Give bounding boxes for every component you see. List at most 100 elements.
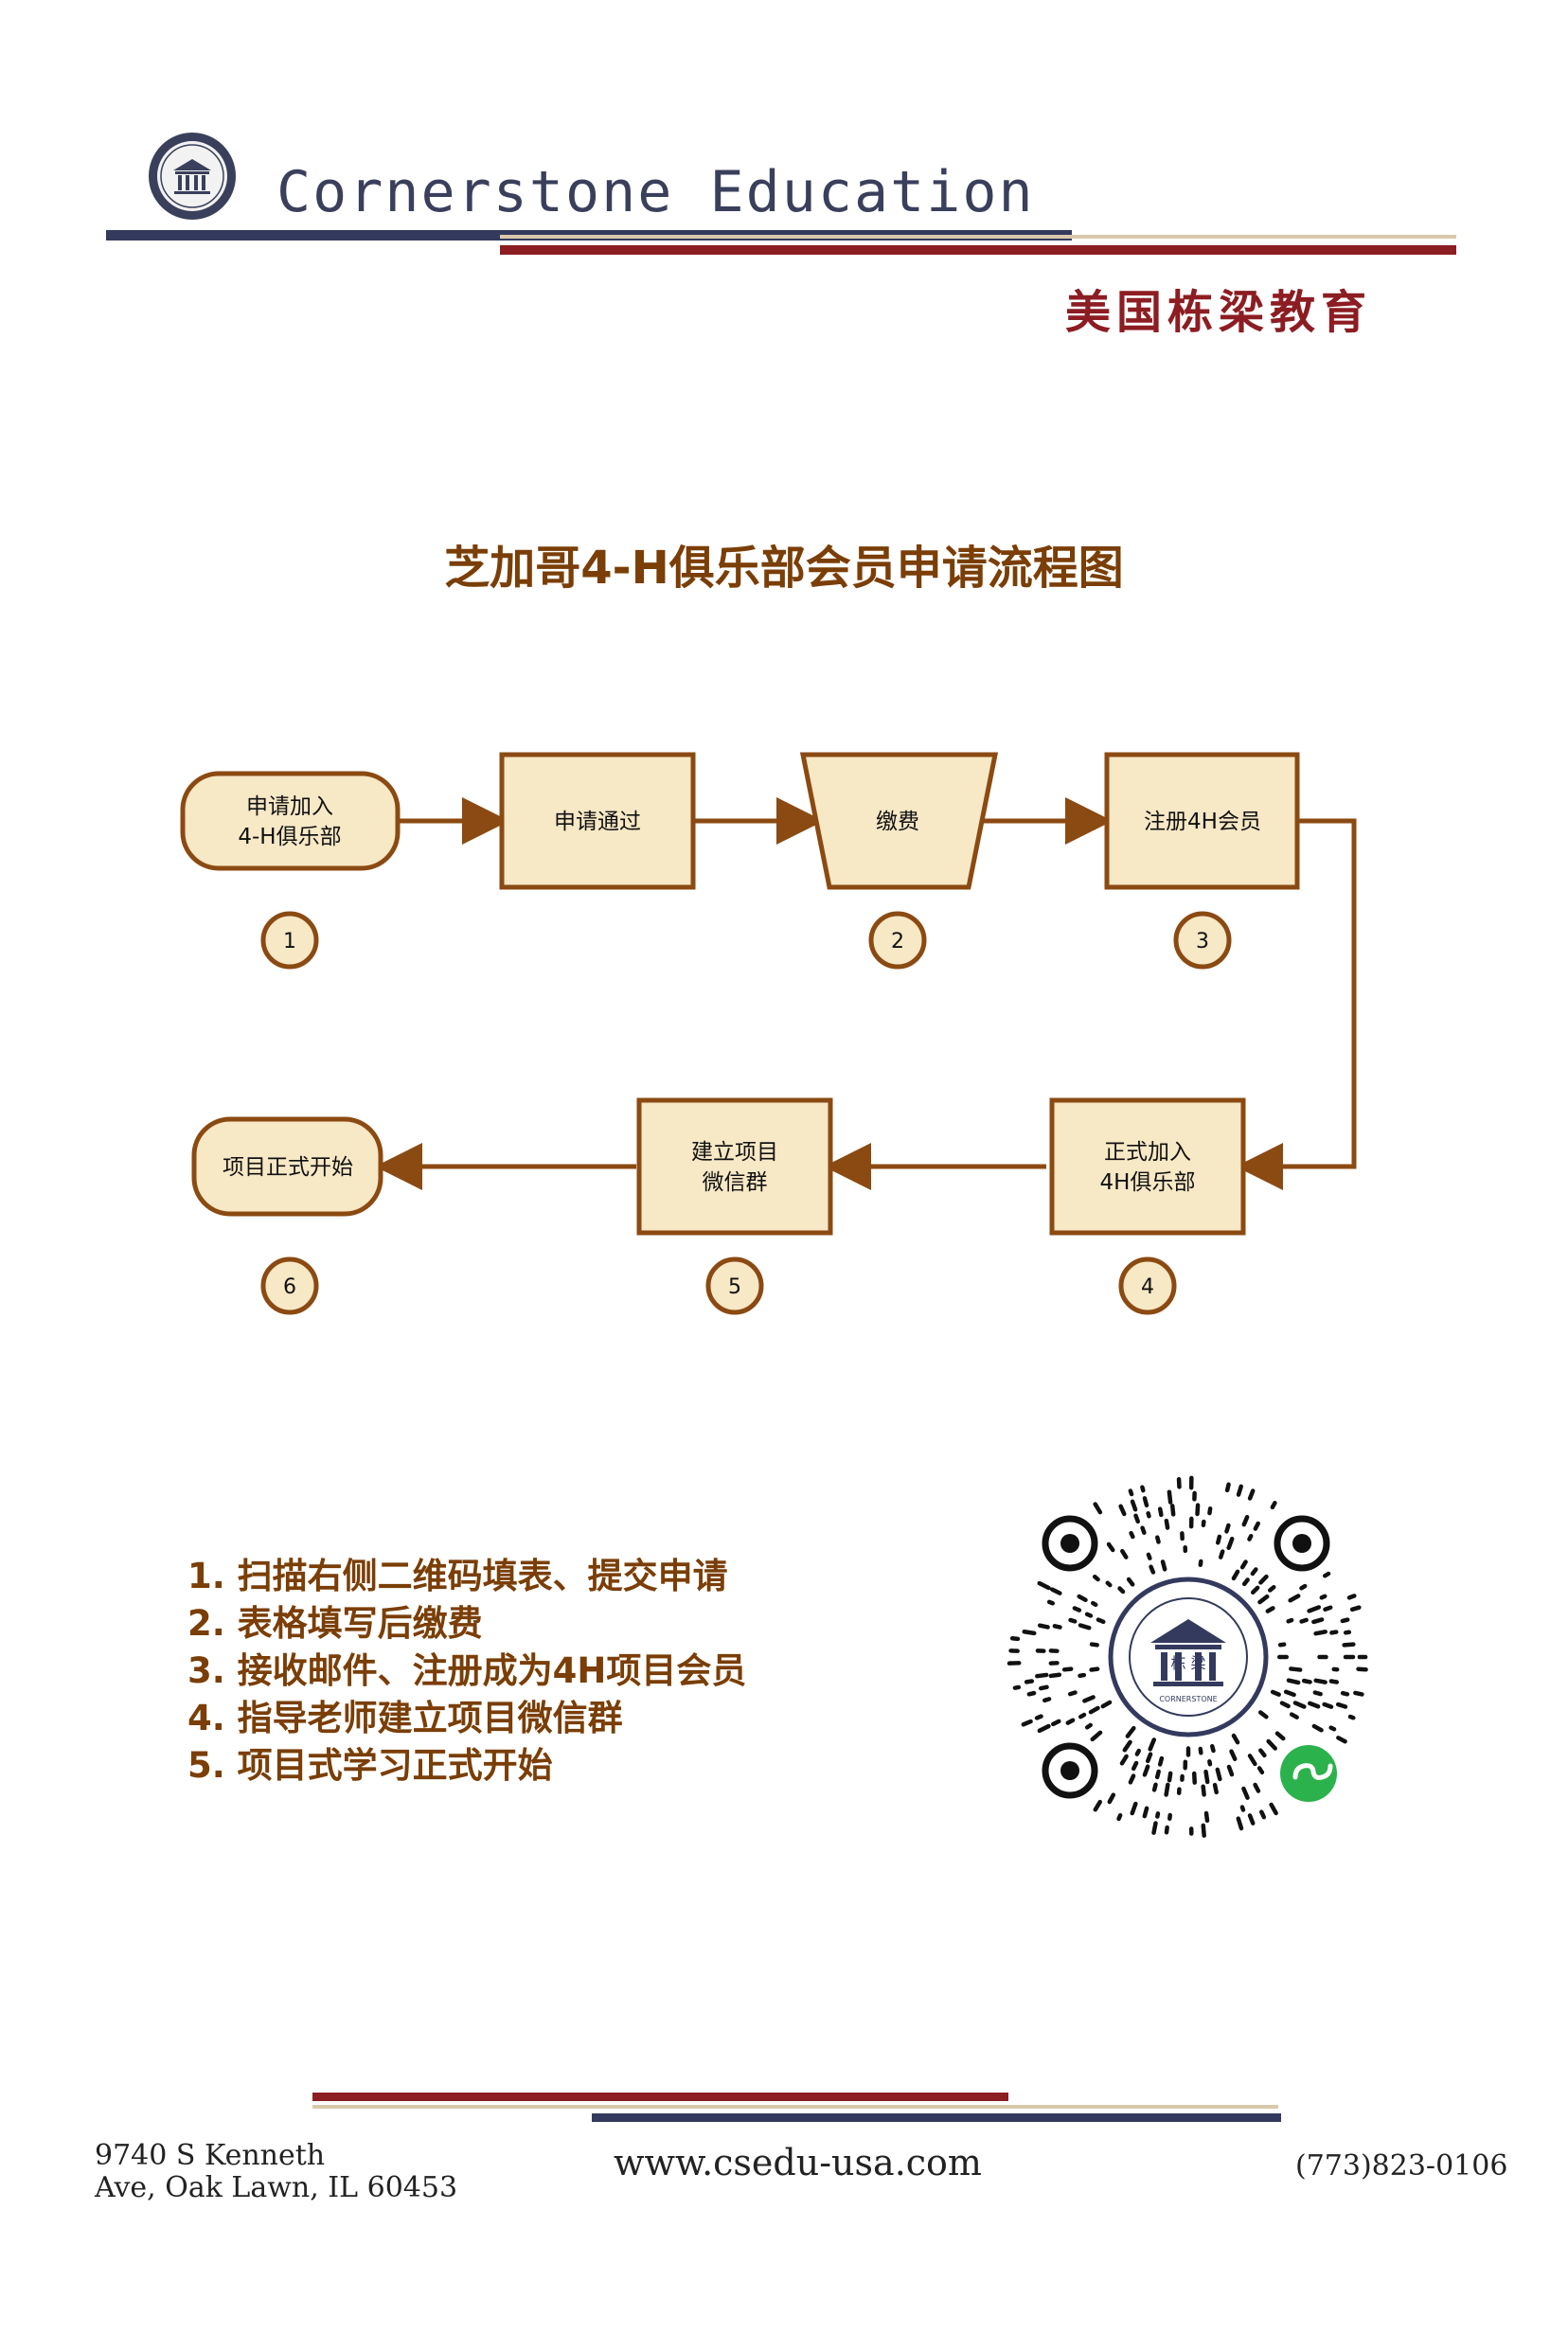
qr-dash <box>1118 1504 1127 1517</box>
qr-dash <box>1288 1594 1301 1603</box>
qr-dash <box>1035 1672 1049 1679</box>
qr-dash <box>1308 1701 1321 1709</box>
qr-dash <box>1145 1752 1153 1764</box>
qr-dash <box>1201 1784 1206 1797</box>
step-item-3: 3. 接收邮件、注册成为4H项目会员 <box>187 1650 747 1691</box>
qr-dash <box>1313 1678 1327 1684</box>
qr-dash <box>1134 1748 1141 1756</box>
badge-5: 5 <box>728 1275 741 1299</box>
node-pay-label: 缴费 <box>876 810 919 834</box>
qr-dash <box>1065 1718 1076 1725</box>
qr-dash <box>1051 1719 1061 1727</box>
qr-dash <box>1313 1630 1327 1636</box>
qr-dash <box>1142 1496 1149 1508</box>
qr-dash <box>1009 1635 1021 1642</box>
qr-dash <box>1224 1482 1231 1493</box>
qr-dash <box>1247 1488 1256 1501</box>
node-apply-line1: 申请加入 <box>246 794 333 819</box>
connector-4-5 <box>1236 818 1357 1190</box>
flow-node-join: 正式加入 4H俱乐部 <box>1049 1097 1246 1236</box>
qr-dash <box>1142 1764 1150 1777</box>
qr-dash <box>1201 1823 1206 1838</box>
qr-dash <box>1241 1577 1250 1587</box>
qr-dash <box>1126 1577 1135 1587</box>
flow-node-register: 注册4H会员 <box>1104 752 1300 890</box>
qr-dash <box>1084 1612 1094 1618</box>
qr-dash <box>1319 1594 1327 1600</box>
qr-dash <box>1151 1821 1158 1835</box>
qr-dash <box>1328 1725 1337 1732</box>
qr-dash <box>1268 1584 1276 1593</box>
address-line-1: 9740 S Kenneth <box>95 2139 326 2172</box>
footer-address: 9740 S Kenneth Ave, Oak Lawn, IL 60453 <box>95 2140 457 2204</box>
qr-dash <box>1353 1690 1364 1697</box>
qr-dash <box>1022 1629 1037 1636</box>
qr-dash <box>1140 1485 1146 1493</box>
qr-dash <box>1203 1769 1210 1785</box>
qr-dash <box>1061 1666 1074 1672</box>
footer-phone[interactable]: (773)823-0106 <box>1295 2149 1508 2183</box>
qr-dash <box>1077 1594 1088 1603</box>
node-join-line2: 4H俱乐部 <box>1100 1170 1196 1195</box>
flow-node-apply: 申请加入 4-H俱乐部 <box>180 771 401 871</box>
footer-rule-red <box>312 2093 1008 2101</box>
wechat-mini-program-qr-code[interactable]: 栋 梁 CORNERSTONE <box>1004 1472 1373 1842</box>
node-start-label: 项目正式开始 <box>223 1155 353 1180</box>
qr-dash <box>1323 1605 1333 1612</box>
qr-dash <box>1142 1806 1149 1819</box>
qr-dash <box>1046 1599 1055 1606</box>
node-apply-line2: 4-H俱乐部 <box>238 825 341 849</box>
qr-dash <box>1226 1536 1235 1551</box>
qr-dash <box>1207 1506 1213 1516</box>
qr-center-logo: 栋 梁 CORNERSTONE <box>1105 1574 1272 1740</box>
qr-dash <box>1239 1805 1246 1812</box>
qr-finder-top-left <box>1042 1515 1098 1572</box>
qr-dash <box>1239 1559 1248 1570</box>
qr-dash <box>1149 1564 1156 1575</box>
qr-dash <box>1212 1782 1219 1795</box>
qr-dash <box>1301 1678 1312 1684</box>
qr-dash <box>1155 1535 1161 1544</box>
qr-dash <box>1072 1606 1082 1613</box>
qr-dash <box>1258 1574 1269 1585</box>
qr-code-pattern <box>1007 1475 1368 1838</box>
qr-dash <box>1082 1695 1096 1703</box>
qr-dash <box>1160 1559 1167 1572</box>
flow-node-approved: 申请通过 <box>499 752 696 890</box>
qr-dash <box>1266 1738 1277 1751</box>
brand-name-chinese: 美国栋梁教育 <box>1065 286 1373 339</box>
qr-dash <box>1270 1501 1277 1510</box>
qr-dash <box>1107 1792 1116 1805</box>
qr-dash <box>1198 1746 1203 1755</box>
qr-dash <box>1236 1484 1243 1497</box>
qr-dash <box>1253 1782 1261 1793</box>
qr-dash <box>1253 1521 1260 1531</box>
qr-dash <box>1133 1513 1141 1524</box>
qr-dash <box>1164 1782 1170 1797</box>
footer-website-link[interactable]: www.csedu-usa.com <box>614 2142 982 2183</box>
badge-6: 6 <box>283 1275 296 1299</box>
qr-dash <box>1078 1623 1092 1630</box>
qr-dash <box>1096 1617 1106 1625</box>
qr-dash <box>1093 1502 1103 1515</box>
qr-dash <box>1148 1737 1157 1752</box>
qr-dash <box>1241 1515 1250 1527</box>
qr-dash <box>1231 1733 1240 1745</box>
qr-dash <box>1167 1771 1173 1783</box>
badge-4: 4 <box>1141 1275 1154 1299</box>
qr-dash <box>1286 1617 1294 1624</box>
qr-dash <box>1167 1489 1173 1505</box>
qr-dash <box>1342 1642 1356 1648</box>
qr-dash <box>1343 1630 1352 1635</box>
node-join-line1: 正式加入 <box>1104 1140 1191 1165</box>
qr-dash <box>1277 1642 1287 1648</box>
qr-dash <box>1210 1743 1216 1754</box>
node-wechat-line1: 建立项目 <box>691 1140 778 1165</box>
qr-dash <box>1089 1666 1100 1672</box>
qr-logo-text: 栋 梁 <box>1170 1654 1205 1672</box>
badge-2: 2 <box>891 930 904 953</box>
qr-dash <box>1258 1748 1267 1758</box>
header-rule-tan <box>500 235 1456 239</box>
qr-dash <box>1078 1712 1087 1719</box>
